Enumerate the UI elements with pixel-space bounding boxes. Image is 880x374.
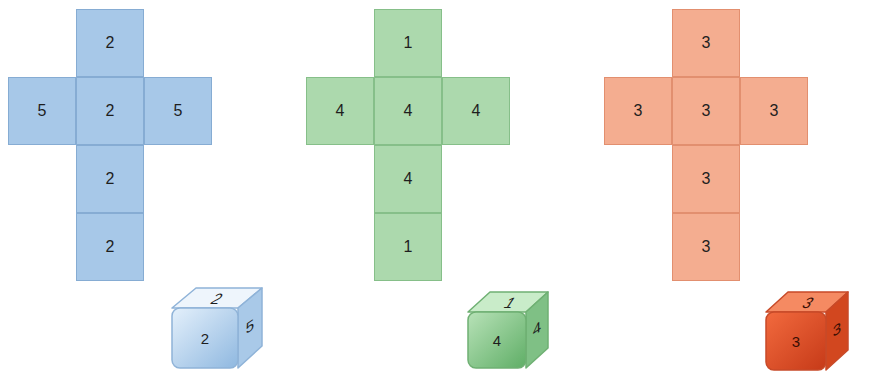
die-front [766, 312, 826, 370]
net-face: 3 [672, 77, 740, 145]
net-face: 2 [76, 213, 144, 281]
die-side [238, 288, 262, 368]
die-number: 4 [493, 332, 501, 349]
net-face: 3 [672, 145, 740, 213]
net-face: 4 [374, 77, 442, 145]
net-face: 5 [144, 77, 212, 145]
net-face: 2 [76, 77, 144, 145]
net-face: 4 [442, 77, 510, 145]
die-number: 2 [201, 330, 209, 347]
face-number: 4 [404, 102, 413, 120]
net-face: 1 [374, 9, 442, 77]
die-number: 3 [792, 333, 800, 350]
face-number: 3 [702, 34, 711, 52]
face-number: 3 [702, 238, 711, 256]
net-face: 3 [740, 77, 808, 145]
face-number: 4 [336, 102, 345, 120]
face-number: 2 [106, 102, 115, 120]
face-number: 1 [404, 238, 413, 256]
net-face: 3 [672, 213, 740, 281]
die-front [468, 312, 526, 368]
net-face: 4 [374, 145, 442, 213]
face-number: 4 [404, 170, 413, 188]
face-number: 1 [404, 34, 413, 52]
face-number: 3 [702, 102, 711, 120]
net-face: 2 [76, 9, 144, 77]
net-face: 1 [374, 213, 442, 281]
net-face: 2 [76, 145, 144, 213]
face-number: 2 [106, 238, 115, 256]
net-face: 5 [8, 77, 76, 145]
die-side [526, 292, 548, 368]
face-number: 4 [472, 102, 481, 120]
net-face: 3 [604, 77, 672, 145]
face-number: 3 [634, 102, 643, 120]
die-side [826, 292, 848, 370]
face-number: 2 [106, 170, 115, 188]
face-number: 5 [38, 102, 47, 120]
net-face: 3 [672, 9, 740, 77]
face-number: 3 [770, 102, 779, 120]
face-number: 5 [174, 102, 183, 120]
die-front [172, 308, 238, 368]
face-number: 3 [702, 170, 711, 188]
face-number: 2 [106, 34, 115, 52]
net-face: 4 [306, 77, 374, 145]
